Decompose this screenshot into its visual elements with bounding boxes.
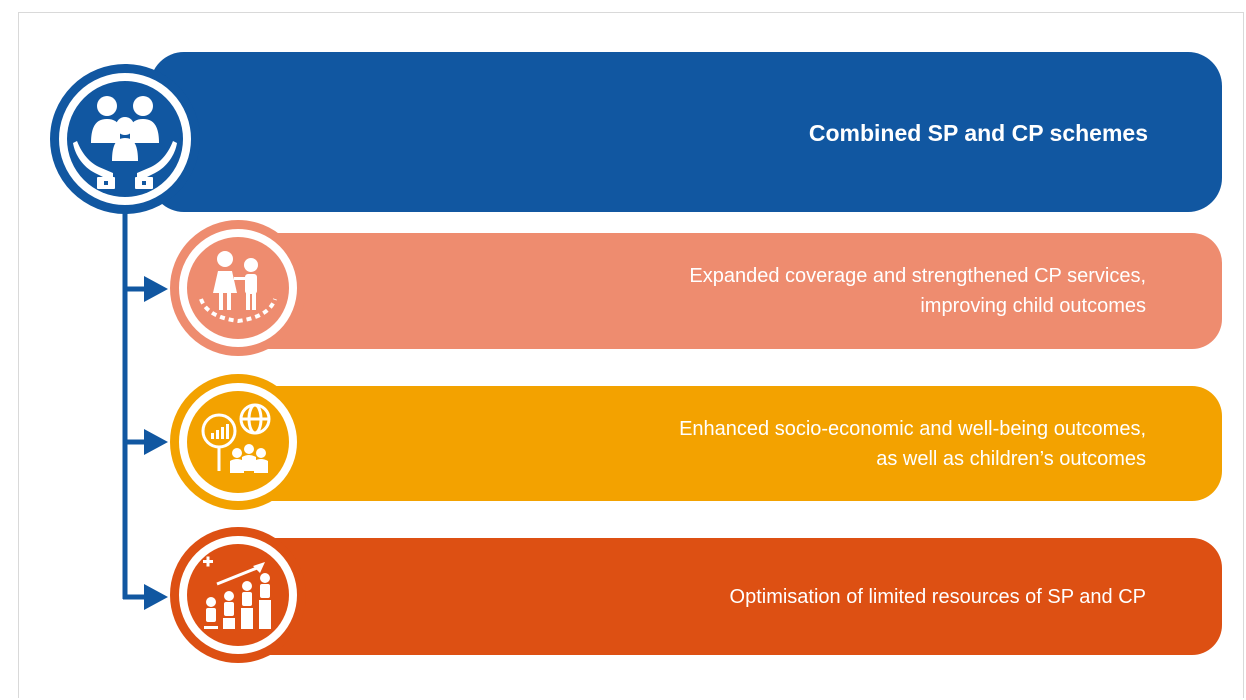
figure-frame xyxy=(18,12,1244,698)
family-in-hands-icon xyxy=(73,96,177,189)
main-scheme-title: Combined SP and CP schemes xyxy=(808,120,1148,146)
outcome-banner-1: Expanded coverage and strengthened CP se… xyxy=(190,233,1222,349)
outcome-3-line-1: Optimisation of limited resources of SP … xyxy=(729,585,1146,608)
main-icon-badge xyxy=(50,64,200,214)
arrow-head-3 xyxy=(144,584,168,610)
outcome-3-icon-badge xyxy=(170,527,306,663)
arrow-head-2 xyxy=(144,429,168,455)
outcome-2-line-1: Enhanced socio-economic and well-being o… xyxy=(679,417,1146,440)
outcome-2-line-2: as well as children’s outcomes xyxy=(876,447,1146,470)
outcome-1-line-2: improving child outcomes xyxy=(920,295,1146,317)
outcome-banner-2: Enhanced socio-economic and well-being o… xyxy=(190,386,1222,501)
growth-podium-icon xyxy=(203,556,271,629)
analysis-globe-community-icon xyxy=(201,403,271,473)
outcome-banner-3: Optimisation of limited resources of SP … xyxy=(190,538,1222,655)
arrow-head-1 xyxy=(144,276,168,302)
children-protected-circle-icon xyxy=(199,251,277,324)
main-scheme-banner: Combined SP and CP schemes xyxy=(150,52,1222,212)
outcome-2-icon-badge xyxy=(170,374,306,510)
outcome-1-line-1: Expanded coverage and strengthened CP se… xyxy=(689,265,1146,287)
outcome-1-icon-badge xyxy=(170,220,306,356)
